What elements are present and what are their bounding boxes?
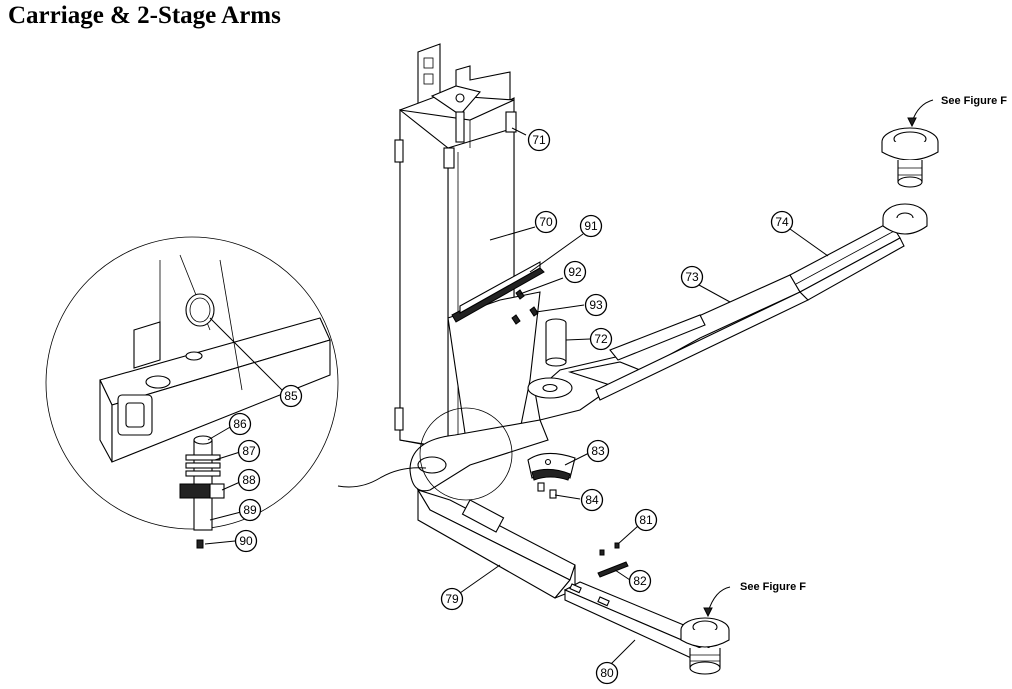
- front-arm-assembly: [409, 419, 730, 675]
- callout-89: 89: [238, 498, 262, 522]
- callout-86: 86: [228, 412, 252, 436]
- callout-93: 93: [584, 293, 608, 317]
- svg-text:71: 71: [532, 133, 546, 147]
- see-figure-note-top: See Figure F: [941, 95, 1007, 107]
- callout-73: 73: [680, 265, 704, 289]
- svg-text:91: 91: [584, 219, 598, 233]
- arm-pin: [545, 318, 567, 367]
- callout-85: 85: [279, 384, 303, 408]
- svg-text:85: 85: [284, 389, 298, 403]
- callout-92: 92: [563, 260, 587, 284]
- page-title: Carriage & 2-Stage Arms: [8, 2, 281, 29]
- callout-70: 70: [534, 210, 558, 234]
- carriage-column: [394, 43, 545, 456]
- callout-82: 82: [628, 569, 652, 593]
- svg-text:79: 79: [445, 592, 459, 606]
- callout-79: 79: [440, 587, 464, 611]
- svg-text:90: 90: [239, 534, 253, 548]
- svg-text:88: 88: [242, 473, 256, 487]
- callout-80: 80: [595, 661, 619, 685]
- svg-text:70: 70: [539, 215, 553, 229]
- callout-84: 84: [580, 488, 604, 512]
- callout-88: 88: [237, 468, 261, 492]
- callout-81: 81: [634, 508, 658, 532]
- svg-text:82: 82: [633, 574, 647, 588]
- svg-text:74: 74: [775, 215, 789, 229]
- callout-91: 91: [579, 214, 603, 238]
- svg-text:89: 89: [243, 503, 257, 517]
- callout-74: 74: [770, 210, 794, 234]
- svg-text:93: 93: [589, 298, 603, 312]
- callout-71: 71: [527, 128, 551, 152]
- see-figure-note-bottom: See Figure F: [740, 581, 806, 593]
- svg-text:81: 81: [639, 513, 653, 527]
- svg-text:72: 72: [594, 332, 608, 346]
- svg-text:73: 73: [685, 270, 699, 284]
- svg-text:83: 83: [591, 444, 605, 458]
- svg-text:84: 84: [585, 493, 599, 507]
- callout-87: 87: [237, 439, 261, 463]
- callout-83: 83: [586, 439, 610, 463]
- svg-text:87: 87: [242, 444, 256, 458]
- svg-text:92: 92: [568, 265, 582, 279]
- leader-lines: [204, 99, 934, 666]
- detail-view: [45, 236, 513, 549]
- arm-restraint-gear: [527, 452, 576, 481]
- rear-arm-assembly: [527, 127, 939, 421]
- svg-text:80: 80: [600, 666, 614, 680]
- hardware: [511, 289, 629, 578]
- callout-72: 72: [589, 327, 613, 351]
- svg-text:86: 86: [233, 417, 247, 431]
- callout-90: 90: [234, 529, 258, 553]
